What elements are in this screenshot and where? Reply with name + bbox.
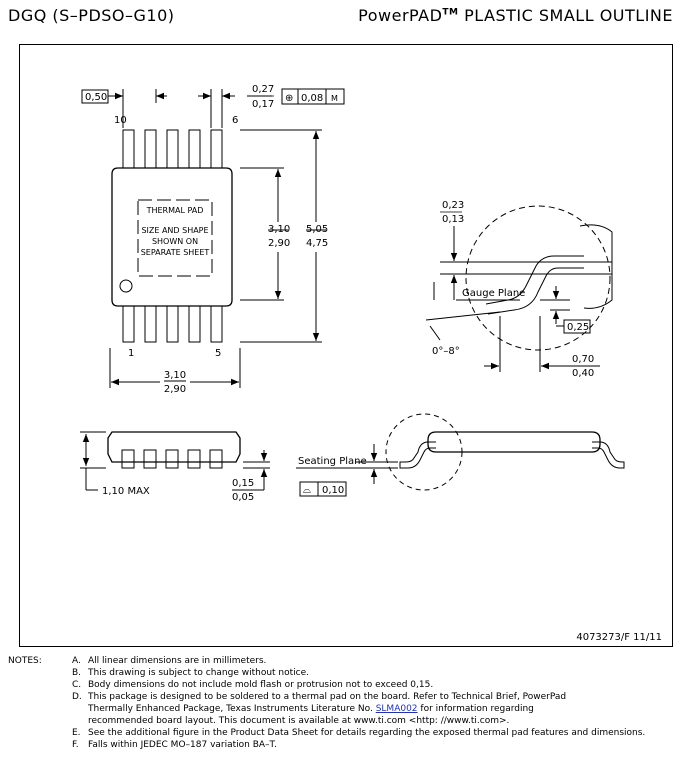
gauge-distance: 0,25 — [567, 322, 589, 333]
note-f: F.Falls within JEDEC MO–187 variation BA… — [72, 740, 277, 750]
lead — [166, 129, 179, 169]
flatness-value: 0,10 — [322, 485, 344, 496]
lead — [122, 305, 135, 343]
thermal-pad-line1: SIZE AND SHAPE — [141, 226, 208, 235]
lead — [144, 129, 157, 169]
package-type-suffix: PLASTIC SMALL OUTLINE — [464, 6, 673, 25]
literature-link[interactable]: SLMA002 — [375, 704, 418, 714]
gauge-body-profile — [579, 224, 613, 309]
gauge-lead — [485, 255, 584, 305]
drawing-number: 4073273/F 11/11 — [576, 632, 662, 643]
note-d: D.This package is designed to be soldere… — [72, 692, 567, 702]
top-view — [81, 88, 345, 388]
lead — [122, 129, 135, 169]
position-tolerance: 0,08 — [301, 93, 323, 104]
seating-plane-detail — [296, 413, 625, 497]
body-length-min: 2,90 — [164, 384, 186, 395]
position-tolerance-frame — [281, 88, 345, 105]
standoff-max: 0,15 — [232, 478, 254, 489]
body-width-max: 3,10 — [268, 224, 290, 235]
seating-plane-label: Seating Plane — [298, 456, 367, 467]
thermal-pad-line3: SEPARATE SHEET — [141, 248, 210, 257]
right-lead — [592, 441, 625, 469]
lead — [210, 305, 223, 343]
note-d-line2: Thermally Enhanced Package, Texas Instru… — [88, 704, 534, 714]
detail-circle — [385, 413, 463, 491]
pitch-value: 0,50 — [85, 92, 107, 103]
drawing-frame — [19, 44, 673, 647]
gauge-detail-circle — [465, 205, 611, 351]
lead — [210, 129, 223, 169]
pin-5-label: 5 — [215, 348, 221, 359]
lead — [144, 305, 157, 343]
package-code-title: DGQ (S–PDSO–G10) — [8, 6, 175, 25]
height-max-label: 1,10 MAX — [102, 486, 150, 497]
note-c: C.Body dimensions do not include mold fl… — [72, 680, 434, 690]
thermal-pad-title: THERMAL PAD — [146, 206, 204, 215]
pin-1-label: 1 — [128, 348, 134, 359]
lead — [188, 305, 201, 343]
flatness-frame — [299, 481, 347, 497]
note-e: E.See the additional figure in the Produ… — [72, 728, 646, 738]
angle-label: 0°–8° — [432, 346, 460, 357]
gauge-thk-max: 0,23 — [442, 200, 464, 211]
overall-width-min: 4,75 — [306, 238, 328, 249]
gauge-plane-detail — [425, 205, 613, 372]
position-symbol: ⊕ — [285, 93, 293, 104]
drawing-labels: 0,50 10 6 0,27 0,17 ⊕ 0,08 M THERMAL PAD… — [85, 84, 662, 643]
left-lead — [399, 441, 436, 469]
package-type-prefix: PowerPAD — [358, 6, 443, 25]
foot-max: 0,70 — [572, 354, 594, 365]
pin1-indicator — [119, 279, 133, 293]
note-b: B.This drawing is subject to change with… — [72, 668, 310, 678]
standoff-min: 0,05 — [232, 492, 254, 503]
overall-width-max: 5,05 — [306, 224, 328, 235]
pin-6-label: 6 — [232, 115, 238, 126]
gauge-thk-min: 0,13 — [442, 214, 464, 225]
mmc-symbol: M — [331, 94, 338, 103]
package-type-title: PowerPADTM PLASTIC SMALL OUTLINE — [358, 6, 673, 25]
gauge-plane-label: Gauge Plane — [462, 288, 525, 299]
flatness-symbol: ⌓ — [303, 485, 311, 496]
body-length-max: 3,10 — [164, 370, 186, 381]
thermal-pad-line2: SHOWN ON — [152, 237, 198, 246]
side-view — [80, 431, 270, 491]
side-body — [107, 431, 241, 463]
notes-label: NOTES: — [8, 656, 42, 666]
package-drawing: 0,50 10 6 0,27 0,17 ⊕ 0,08 M THERMAL PAD… — [80, 84, 662, 643]
lead-width-min: 0,17 — [252, 99, 274, 110]
pin-10-label: 10 — [114, 115, 127, 126]
lead-width-max: 0,27 — [252, 84, 274, 95]
note-d-line3: recommended board layout. This document … — [88, 716, 510, 726]
lead — [166, 305, 179, 343]
note-a: A.All linear dimensions are in millimete… — [72, 656, 267, 666]
side-profile-body — [427, 431, 601, 453]
package-body — [111, 167, 233, 307]
foot-min: 0,40 — [572, 368, 594, 379]
trademark-mark: TM — [442, 7, 459, 18]
lead — [188, 129, 201, 169]
body-width-min: 2,90 — [268, 238, 290, 249]
